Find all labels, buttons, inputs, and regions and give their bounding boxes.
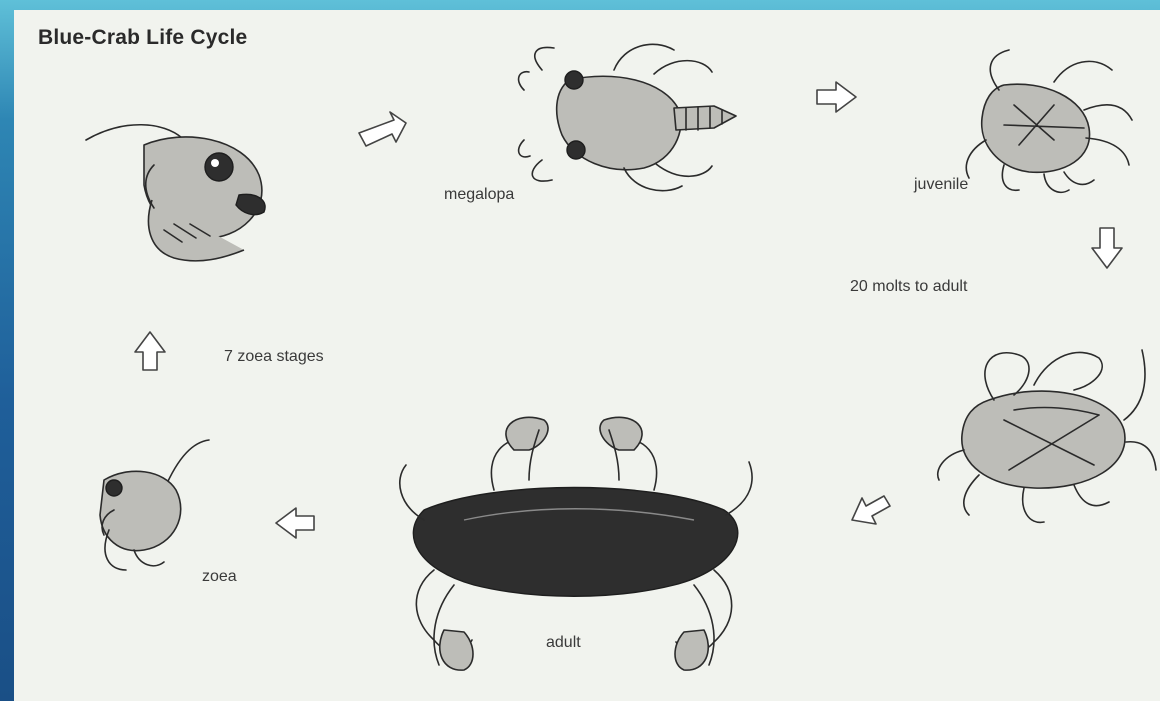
adult-crab-center-illustration	[400, 417, 752, 670]
transition-label-zoea-stages: 7 zoea stages	[224, 348, 324, 366]
arrow-icon	[852, 496, 890, 524]
megalopa-illustration	[519, 44, 736, 190]
arrow-icon	[359, 112, 406, 146]
transition-label-molts: 20 molts to adult	[850, 278, 967, 296]
juvenile-illustration	[966, 50, 1132, 192]
zoea-illustration-large	[86, 125, 265, 261]
zoea-illustration-small	[100, 440, 209, 570]
stage-label-zoea: zoea	[202, 568, 237, 586]
adult-crab-right-illustration	[938, 350, 1156, 522]
arrow-icon	[1092, 228, 1122, 268]
stage-label-juvenile: juvenile	[914, 176, 968, 194]
arrow-icon	[135, 332, 165, 370]
arrow-icon	[276, 508, 314, 538]
arrow-icon	[817, 82, 856, 112]
life-cycle-illustrations	[14, 10, 1160, 701]
diagram-panel: Blue-Crab Life Cycle	[14, 10, 1160, 701]
stage-label-adult: adult	[546, 634, 581, 652]
stage-label-megalopa: megalopa	[444, 186, 514, 204]
